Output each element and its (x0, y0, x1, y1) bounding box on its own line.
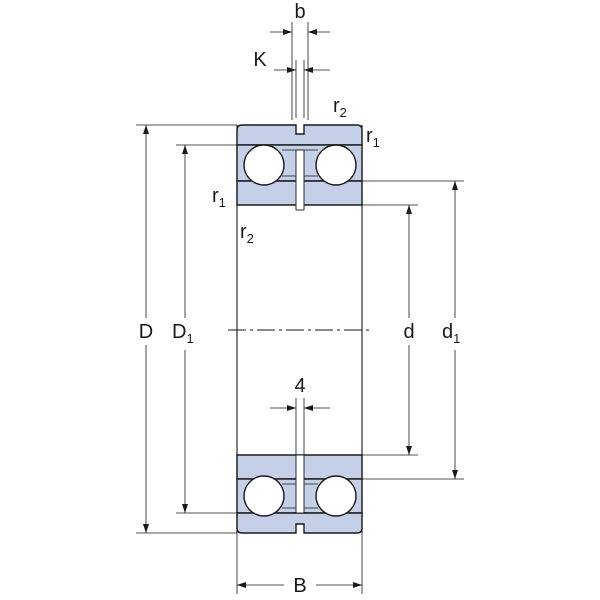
dimension-4 (270, 398, 330, 455)
label-d-outer: D (139, 321, 153, 343)
label-d1-inner: d1 (442, 321, 460, 346)
dimension-d1-inner (362, 180, 464, 480)
dimension-d-bore (362, 204, 418, 456)
top-outer-ring (236, 124, 363, 146)
dimension-d-outer (136, 124, 237, 534)
bottom-lock-groove (295, 454, 305, 514)
label-b-width: B (293, 575, 306, 597)
label-r2-top: r2 (333, 95, 347, 120)
label-r2-left: r2 (240, 221, 254, 246)
label-b: b (294, 1, 305, 23)
label-4: 4 (294, 375, 305, 397)
bottom-section (236, 454, 363, 534)
bottom-ball-left (243, 475, 285, 517)
label-r1-top: r1 (366, 125, 380, 150)
dimension-b-width (236, 533, 363, 594)
label-d1-outer: D1 (172, 321, 194, 346)
dimension-k (274, 60, 330, 118)
bottom-ball-right (315, 475, 357, 517)
bottom-outer-ring (236, 512, 363, 534)
top-section (236, 124, 363, 211)
label-k: K (253, 49, 267, 71)
label-d-bore: d (403, 321, 414, 343)
top-ball-left (243, 144, 285, 186)
top-ball-right (315, 144, 357, 186)
label-r1-left: r1 (212, 185, 226, 210)
dimension-b (270, 22, 330, 120)
top-lock-groove (295, 149, 305, 211)
dimension-d1-outer (176, 144, 237, 514)
